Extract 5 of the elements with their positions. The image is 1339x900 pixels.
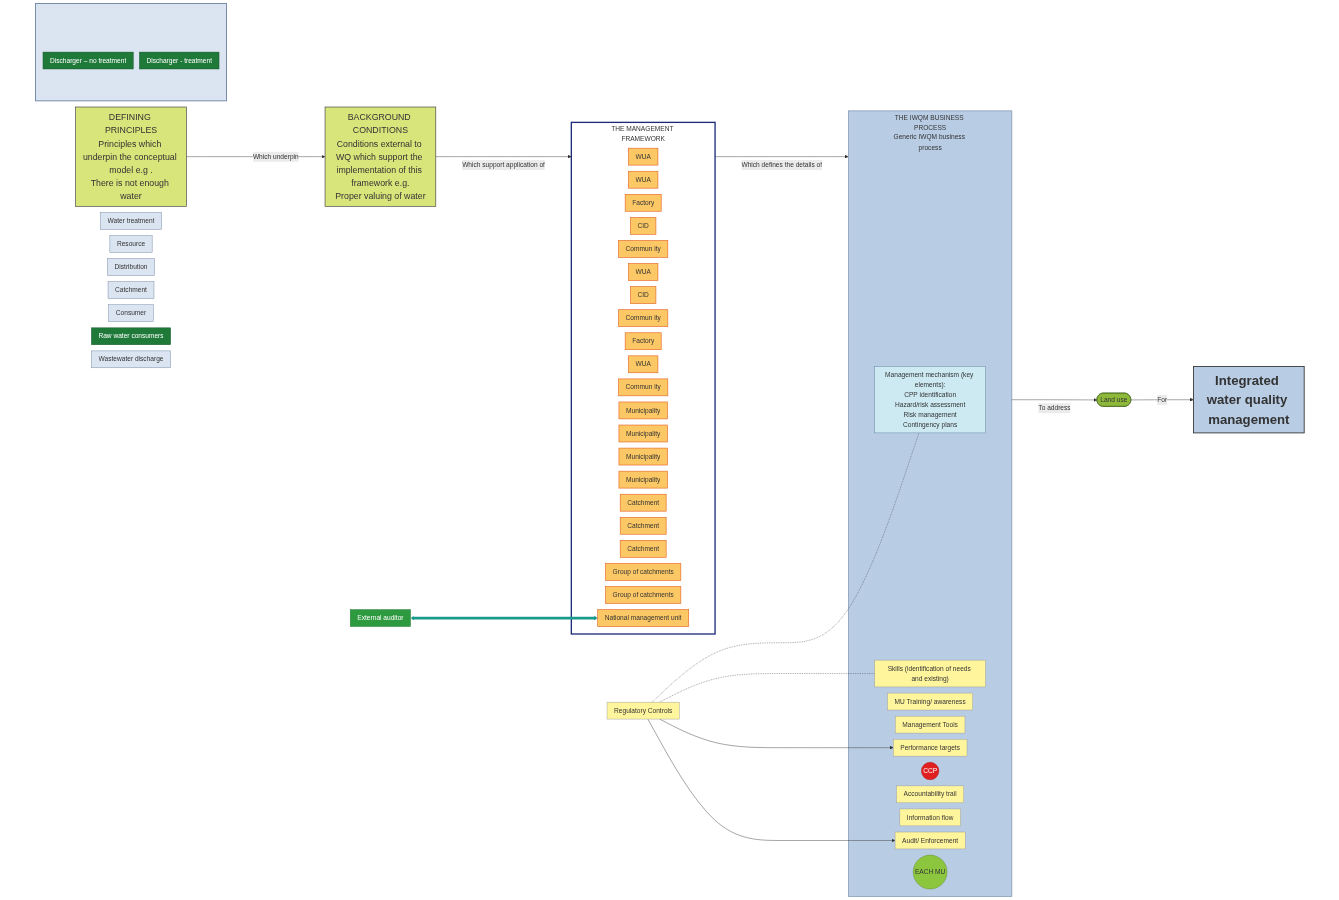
cluster xyxy=(34,3,227,102)
node-box: DEFINING PRINCIPLES Principles which underpin the conceptual model e.g . There is not enough water xyxy=(74,106,187,207)
arrow xyxy=(410,616,598,620)
node-box: BACKGROUND CONDITIONS Conditions external to WQ which support the implementation of this framework e.g. Proper valuing of water xyxy=(324,106,436,207)
node-box: Integrated water quality management xyxy=(1192,366,1305,434)
